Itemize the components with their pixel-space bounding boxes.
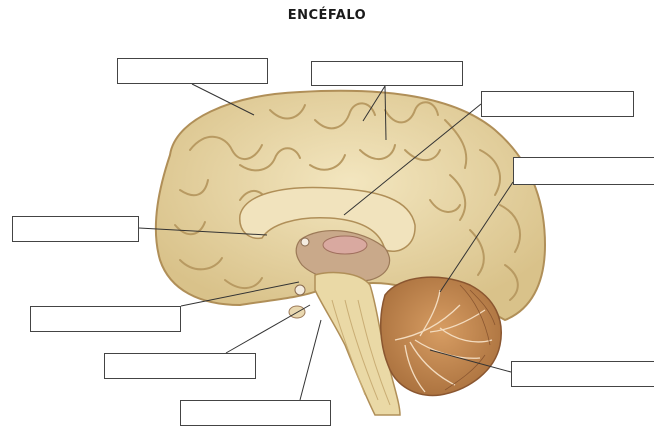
label-box-6[interactable] [30, 306, 181, 332]
cerebellum [381, 277, 502, 395]
label-box-7[interactable] [104, 353, 256, 379]
label-box-3[interactable] [481, 91, 634, 117]
label-box-9[interactable] [180, 400, 331, 426]
label-box-8[interactable] [511, 361, 654, 387]
label-box-5[interactable] [12, 216, 139, 242]
label-box-1[interactable] [117, 58, 268, 84]
label-box-4[interactable] [513, 157, 654, 185]
label-box-2[interactable] [311, 61, 463, 86]
